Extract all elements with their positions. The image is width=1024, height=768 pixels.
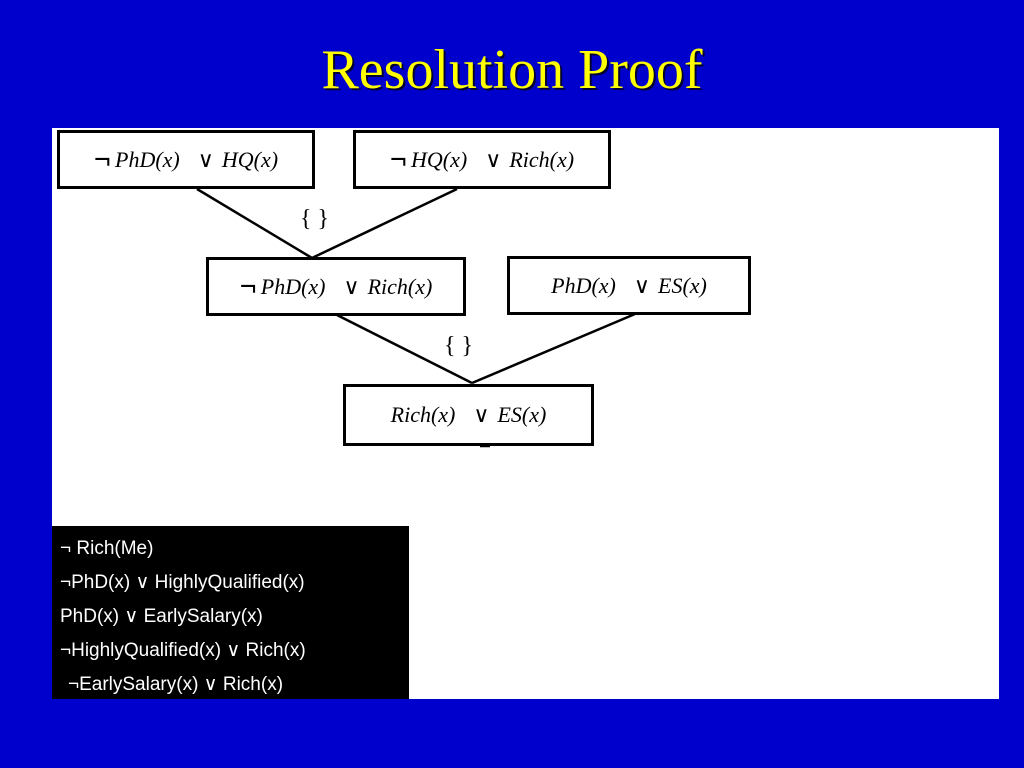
or-symbol: ∨ bbox=[633, 272, 650, 298]
clause-right-literal: HQ(x) bbox=[221, 146, 279, 172]
clause-rich-or-es: Rich(x) ∨ ES(x) bbox=[343, 384, 594, 446]
substitution-label-2: { } bbox=[444, 333, 474, 359]
clause-phd-or-es: PhD(x) ∨ ES(x) bbox=[507, 256, 751, 315]
negation-symbol: ¬ bbox=[389, 142, 408, 176]
slide-title: Resolution Proof bbox=[321, 39, 703, 101]
edge-n1-to-n3 bbox=[196, 187, 313, 260]
clause-left-literal: PhD(x) bbox=[260, 273, 326, 299]
knowledge-base-box: ¬ Rich(Me) ¬PhD(x) ∨ HighlyQualified(x) … bbox=[52, 526, 409, 699]
kb-clause: ¬HighlyQualified(x) ∨ Rich(x) bbox=[60, 640, 306, 661]
or-symbol: ∨ bbox=[197, 146, 214, 172]
kb-clause: ¬PhD(x) ∨ HighlyQualified(x) bbox=[60, 572, 305, 593]
clause-right-literal: Rich(x) bbox=[367, 273, 433, 299]
clause-right-literal: ES(x) bbox=[497, 402, 547, 427]
or-symbol: ∨ bbox=[473, 402, 490, 427]
clause-not-phd-or-rich: ¬ PhD(x) ∨ Rich(x) bbox=[206, 257, 466, 316]
kb-clause: PhD(x) ∨ EarlySalary(x) bbox=[60, 606, 263, 627]
clause-not-hq-or-rich: ¬ HQ(x) ∨ Rich(x) bbox=[353, 130, 611, 189]
clause-left-literal: PhD(x) bbox=[115, 146, 180, 172]
kb-clause: ¬EarlySalary(x) ∨ Rich(x) bbox=[68, 674, 284, 695]
or-symbol: ∨ bbox=[485, 146, 502, 172]
or-symbol: ∨ bbox=[343, 273, 360, 299]
clause-not-phd-or-hq: ¬ PhD(x) ∨ HQ(x) bbox=[57, 130, 315, 189]
substitution-label-1: { } bbox=[300, 206, 330, 232]
clause-right-literal: Rich(x) bbox=[509, 146, 575, 172]
kb-clause: ¬ Rich(Me) bbox=[60, 538, 154, 559]
clause-right-literal: ES(x) bbox=[658, 272, 707, 298]
clause-left-literal: PhD(x) bbox=[551, 272, 616, 298]
edge-n2-to-n3 bbox=[311, 187, 458, 260]
clause-left-literal: HQ(x) bbox=[411, 146, 468, 172]
resolution-edges bbox=[196, 187, 636, 448]
edge-n3-to-n5 bbox=[336, 313, 473, 385]
negation-symbol: ¬ bbox=[93, 142, 112, 176]
clause-left-literal: Rich(x) bbox=[390, 402, 456, 427]
edge-n4-to-n5 bbox=[471, 312, 636, 385]
negation-symbol: ¬ bbox=[239, 269, 257, 303]
